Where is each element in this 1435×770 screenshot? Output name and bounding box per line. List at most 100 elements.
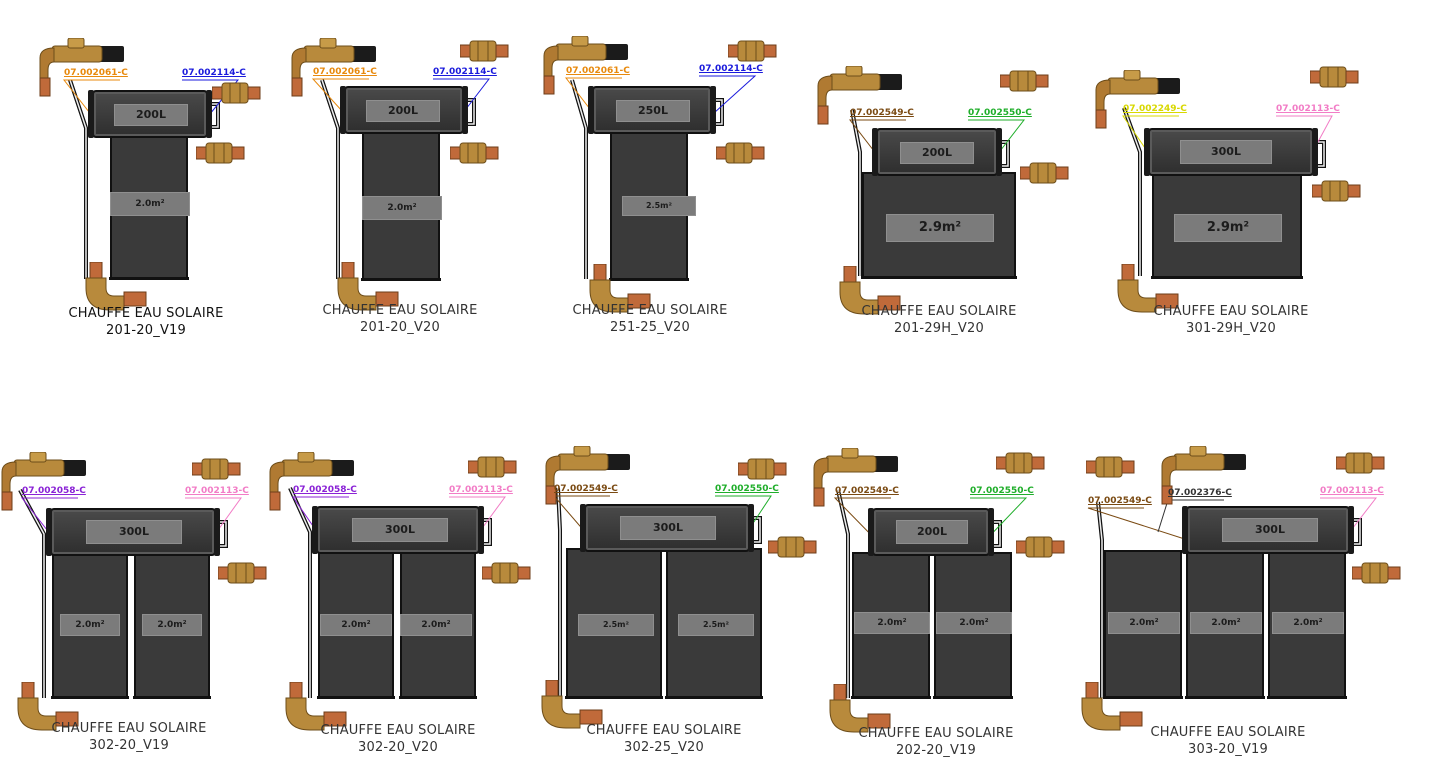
brass-union-icon (1310, 66, 1359, 88)
tank-endcap (872, 128, 878, 176)
brass-union-icon (1000, 70, 1049, 92)
brass-valve-icon (1161, 446, 1246, 505)
caption-title: CHAUFFE EAU SOLAIRE (1150, 725, 1306, 740)
panel-area-label: 2.0m² (110, 192, 190, 216)
tank-endcap (478, 506, 484, 554)
storage-tank: 200L (340, 86, 468, 134)
leader-line-left (833, 497, 891, 545)
panel-area-label: 2.0m² (400, 614, 472, 636)
brass-elbow-icon (285, 682, 347, 731)
caption-model: 201-29H_V20 (894, 321, 984, 336)
part-code-right: 07.002113-C (1276, 104, 1340, 114)
brass-valve-icon (543, 36, 628, 95)
caption-model: 302-20_V19 (89, 738, 169, 753)
brass-elbow-icon (541, 680, 603, 729)
brass-union-icon (1016, 536, 1065, 558)
caption-model: 303-20_V19 (1188, 742, 1268, 757)
panel-area-label: 2.5m² (578, 614, 654, 636)
part-code-right: 07.002550-C (715, 484, 779, 494)
brass-elbow-icon (839, 266, 901, 315)
panel-area-label: 2.9m² (886, 214, 994, 242)
panel-area-label: 2.0m² (1108, 612, 1180, 634)
panel-area-label: 2.0m² (936, 612, 1012, 634)
brass-elbow-icon (337, 262, 399, 311)
part-code-right: 07.002113-C (185, 486, 249, 496)
brass-valve-icon (39, 38, 124, 97)
tank-endcap (588, 86, 594, 134)
brass-union-icon (768, 536, 817, 558)
tank-endcap (996, 128, 1002, 176)
brass-union-icon (1352, 562, 1401, 584)
part-code-right: 07.002114-C (699, 64, 763, 74)
storage-tank: 250L (588, 86, 716, 134)
brass-union-icon (996, 452, 1045, 474)
unit-caption: CHAUFFE EAU SOLAIRE 303-20_V19 (1138, 724, 1318, 758)
part-code-left: 07.002061-C (64, 68, 128, 78)
tank-capacity-label: 300L (86, 520, 182, 544)
tank-capacity-label: 200L (896, 520, 968, 544)
caption-model: 201-20_V19 (106, 323, 186, 338)
tank-endcap (710, 86, 716, 134)
part-code-right: 07.002550-C (968, 108, 1032, 118)
tank-endcap (580, 504, 586, 552)
storage-tank: 300L (312, 506, 484, 554)
tank-capacity-label: 300L (620, 516, 716, 540)
part-code-left: 07.002058-C (22, 486, 86, 496)
brass-union-icon (738, 458, 787, 480)
brass-union-icon (1020, 162, 1069, 184)
caption-title: CHAUFFE EAU SOLAIRE (586, 723, 742, 738)
panel-area-label: 2.0m² (142, 614, 202, 636)
part-code-left: 07.002061-C (566, 66, 630, 76)
part-code-middle: 07.002376-C (1168, 488, 1232, 498)
brass-valve-icon (545, 446, 630, 505)
part-code-right: 07.002113-C (449, 485, 513, 495)
brass-union-icon (192, 458, 241, 480)
brass-union-icon (212, 82, 261, 104)
brass-union-icon (1336, 452, 1385, 474)
brass-union-icon (716, 142, 765, 164)
brass-union-icon (468, 456, 517, 478)
caption-title: CHAUFFE EAU SOLAIRE (320, 723, 476, 738)
tank-endcap (748, 504, 754, 552)
brass-valve-icon (1, 452, 86, 511)
tank-endcap (462, 86, 468, 134)
panel-area-label: 2.0m² (1272, 612, 1344, 634)
brass-elbow-icon (1081, 682, 1143, 731)
brass-elbow-icon (17, 682, 79, 731)
storage-tank: 300L (46, 508, 220, 556)
storage-tank: 200L (872, 128, 1002, 176)
tank-capacity-label: 300L (352, 518, 448, 542)
leader-line-right (699, 75, 757, 123)
panel-area-label: 2.5m² (678, 614, 754, 636)
brass-elbow-icon (85, 262, 147, 311)
panel-area-label: 2.0m² (362, 196, 442, 220)
tank-endcap (312, 506, 318, 554)
caption-model: 202-20_V19 (896, 743, 976, 758)
panel-area-label: 2.0m² (60, 614, 120, 636)
brass-union-icon (218, 562, 267, 584)
leader-line-left (311, 78, 369, 123)
brass-valve-icon (817, 66, 902, 125)
panel-area-label: 2.0m² (1190, 612, 1262, 634)
caption-title: CHAUFFE EAU SOLAIRE (322, 303, 478, 318)
tank-endcap (88, 90, 94, 138)
tank-endcap (214, 508, 220, 556)
part-code-left: 07.002058-C (293, 485, 357, 495)
